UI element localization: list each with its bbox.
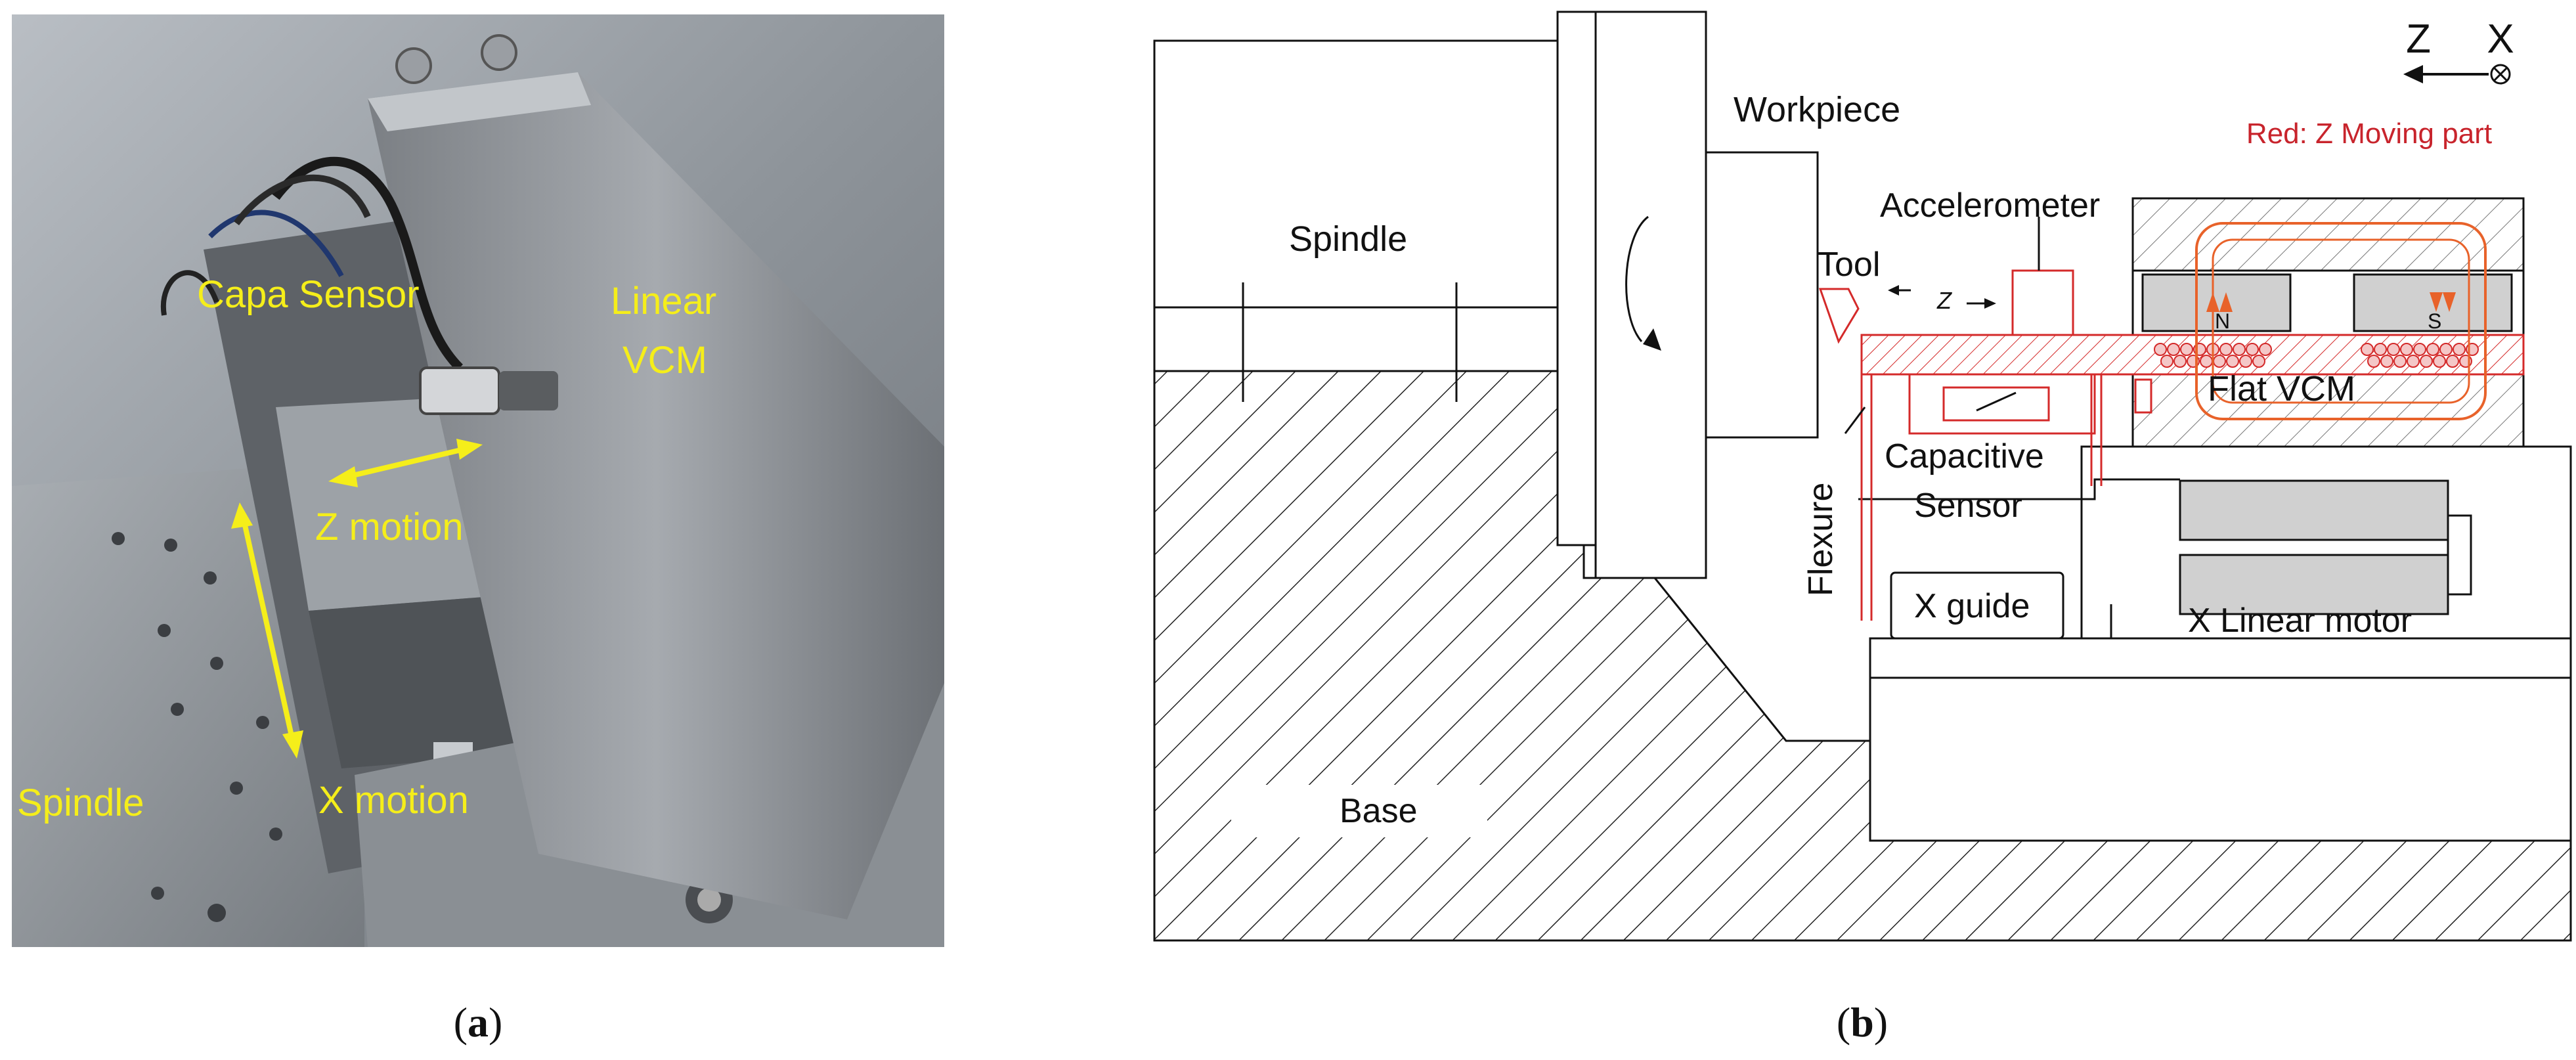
- vcm-top-housing: [2131, 197, 2525, 272]
- base-label-box: [1231, 785, 1487, 837]
- label-x-linear-motor: X Linear motor: [2188, 602, 2412, 640]
- label-capa-sensor: Capa Sensor: [197, 273, 420, 316]
- panel-b-diagram: [1153, 11, 2572, 942]
- z-moving-part: [1818, 288, 2525, 621]
- caption-b: (b): [1837, 999, 1888, 1046]
- linear-vcm-bar: [368, 72, 944, 919]
- motion-arrows: [231, 439, 483, 759]
- label-z-small: Z: [1936, 287, 1952, 314]
- label-x-motion: X motion: [318, 779, 469, 822]
- label-flexure: Flexure: [1802, 483, 1840, 596]
- axis-x-label: X: [2487, 16, 2514, 62]
- z-axis-arrow: [2403, 65, 2423, 83]
- motor-coil-upper: [2179, 479, 2449, 541]
- x-rail: [1869, 637, 2572, 679]
- flux-loop-inner: [2212, 238, 2470, 404]
- accelerometer: [2011, 269, 2074, 336]
- label-capacitive-1: Capacitive: [1885, 437, 2044, 475]
- axis-z-label: Z: [2406, 16, 2431, 62]
- label-workpiece: Workpiece: [1734, 90, 1900, 129]
- spindle-lower: [1153, 306, 1559, 372]
- label-flat-vcm: Flat VCM: [2208, 369, 2355, 409]
- label-linear-vcm-2: VCM: [622, 339, 707, 382]
- x-stage-body: [1869, 676, 2572, 842]
- x-guide: [1890, 571, 2064, 640]
- label-n-pole: N: [2215, 309, 2230, 333]
- label-spindle: Spindle: [1289, 219, 1407, 259]
- flux-loop-outer: [2195, 222, 2487, 420]
- label-tool: Tool: [1818, 246, 1880, 284]
- magnet-n: [2141, 273, 2292, 332]
- label-z-motion: Z motion: [315, 506, 464, 548]
- vcm-coils: [2154, 343, 2479, 368]
- label-x-guide: X guide: [1914, 587, 2030, 625]
- plate-holes: [112, 532, 282, 922]
- panel-a-photo: Capa Sensor Linear VCM Z motion X motion…: [12, 14, 944, 947]
- label-s-pole: S: [2428, 309, 2441, 333]
- panel-b-labels: Z X Red: Z Moving part Workpiece Spindle…: [1289, 16, 2514, 830]
- spindle-plate-outline: [1556, 11, 1597, 546]
- label-spindle-photo: Spindle: [17, 782, 144, 824]
- workpiece-holder: [1594, 11, 1707, 579]
- label-accelerometer: Accelerometer: [1880, 187, 2100, 225]
- workpiece: [1705, 151, 1819, 439]
- label-base: Base: [1340, 792, 1418, 830]
- caption-a: (a): [454, 999, 503, 1046]
- legend-note: Red: Z Moving part: [2246, 118, 2492, 150]
- vcm-bottom-housing: [2131, 373, 2525, 448]
- label-linear-vcm-1: Linear: [611, 280, 716, 322]
- label-capacitive-2: Sensor: [1914, 487, 2022, 525]
- spindle-box: [1153, 39, 1597, 309]
- magnet-arrows: [2206, 292, 2456, 312]
